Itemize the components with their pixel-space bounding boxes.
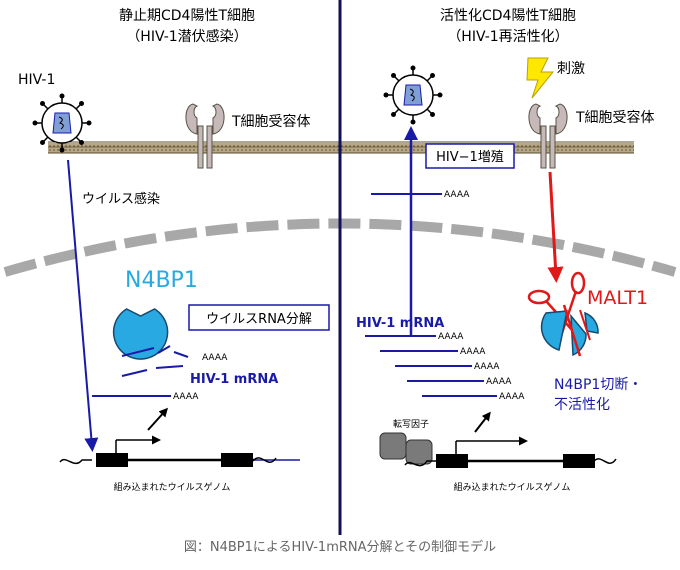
replication-box bbox=[425, 143, 515, 169]
signaling-arrow bbox=[547, 171, 564, 283]
left-subtitle: （HIV-1潜伏感染） bbox=[126, 28, 247, 45]
cleaved-n4bp1 bbox=[540, 304, 599, 357]
left-mrna-polya: AAAA bbox=[173, 392, 199, 402]
fragment-polya: AAAA bbox=[202, 353, 228, 363]
n4bp1-protein bbox=[112, 308, 169, 360]
right-mrna-stack bbox=[365, 335, 497, 397]
right-mrna-polya-1: AAAA bbox=[438, 332, 464, 342]
left-receptor-label: T細胞受容体 bbox=[231, 113, 311, 130]
right-mrna-polya-3: AAAA bbox=[474, 362, 500, 372]
right-title: 活性化CD4陽性T細胞 bbox=[440, 8, 576, 24]
n4bp1-label: N4BP1 bbox=[125, 268, 198, 293]
replication-label: HIV−1増殖 bbox=[436, 149, 504, 165]
right-mrna-polya-5: AAAA bbox=[499, 392, 525, 402]
left-genome-label: 組み込まれたウイルスゲノム bbox=[114, 481, 231, 493]
t-cell-receptor-left bbox=[185, 103, 225, 169]
left-transcription-arrow bbox=[147, 407, 169, 431]
infection-arrow bbox=[67, 159, 99, 452]
stimulus-label: 刺激 bbox=[557, 60, 585, 77]
left-title: 静止期CD4陽性T細胞 bbox=[119, 8, 255, 24]
right-genome bbox=[404, 436, 617, 468]
right-transcription-arrow bbox=[474, 411, 491, 433]
stimulus-lightning-icon bbox=[526, 57, 555, 99]
infection-label: ウイルス感染 bbox=[82, 191, 160, 207]
figure-caption: 図：N4BP1によるHIV-1mRNA分解とその制御モデル bbox=[184, 539, 496, 555]
malt1-label: MALT1 bbox=[587, 287, 648, 309]
hiv-virus-right bbox=[383, 65, 443, 125]
cleavage-label-line1: N4BP1切断・ bbox=[554, 377, 642, 393]
right-genome-label: 組み込まれたウイルスゲノム bbox=[454, 481, 571, 493]
left-genome bbox=[59, 435, 300, 467]
exported-mrna-polya: AAAA bbox=[444, 190, 470, 200]
degradation-label: ウイルスRNA分解 bbox=[206, 312, 312, 327]
transcription-factor bbox=[379, 432, 433, 465]
right-mrna-polya-2: AAAA bbox=[460, 347, 486, 357]
tf-label: 転写因子 bbox=[393, 419, 429, 430]
right-mrna-label: HIV-1 mRNA bbox=[356, 316, 444, 331]
right-mrna-polya-4: AAAA bbox=[486, 377, 512, 387]
hiv-virus-left bbox=[32, 93, 92, 153]
degradation-box bbox=[188, 304, 330, 331]
left-mrna-label: HIV-1 mRNA bbox=[190, 372, 278, 387]
t-cell-receptor-right bbox=[528, 103, 568, 169]
cleavage-label-line2: 不活性化 bbox=[554, 397, 610, 413]
right-subtitle: （HIV-1再活性化） bbox=[447, 29, 568, 45]
degraded-rna-fragments bbox=[121, 345, 189, 377]
left-virus-label: HIV-1 bbox=[18, 72, 55, 88]
right-receptor-label: T細胞受容体 bbox=[575, 109, 655, 126]
